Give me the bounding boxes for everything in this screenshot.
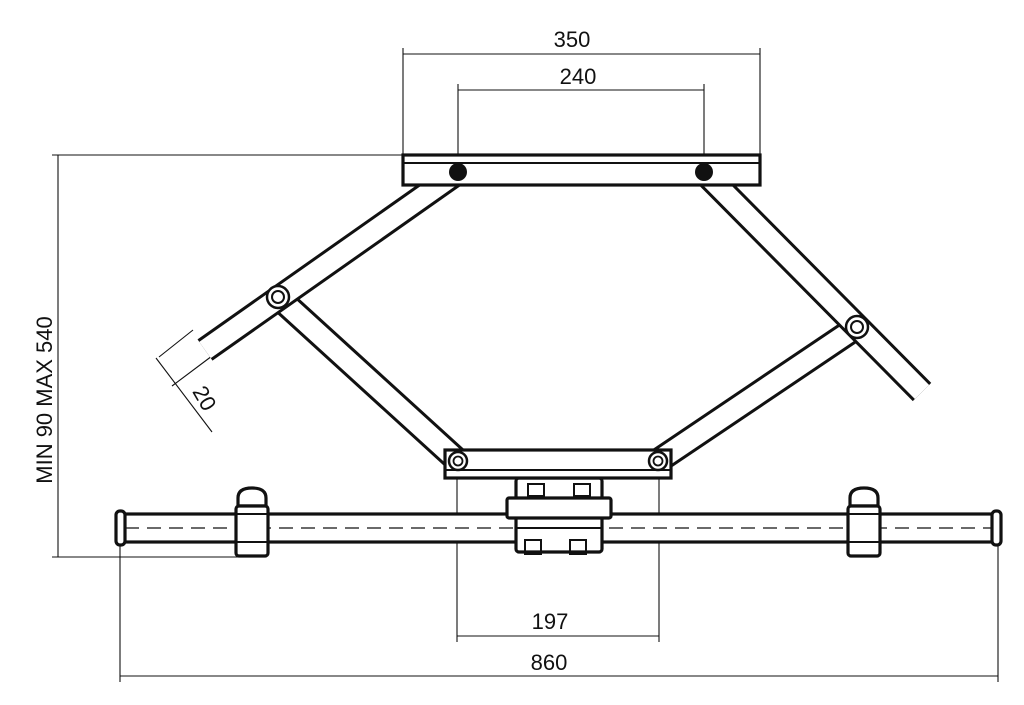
dimension-350: 350 <box>402 27 761 156</box>
arm-lower-right <box>650 316 865 472</box>
pivot-bottom-left <box>447 450 469 472</box>
dimension-label-350: 350 <box>554 27 591 52</box>
dimension-label-height: MIN 90 MAX 540 <box>32 316 57 484</box>
bar-end-cap-left <box>114 509 127 547</box>
dimension-860: 860 <box>119 545 999 682</box>
dimension-height: MIN 90 MAX 540 <box>32 154 403 558</box>
arm-lower-left <box>269 287 467 471</box>
bar-clamp-right <box>846 486 882 558</box>
pivot-mid-left <box>265 284 291 310</box>
bar-end-cap-right <box>990 509 1003 547</box>
bottom-plate <box>443 448 673 480</box>
center-clamp-block <box>505 476 613 555</box>
pivot-bottom-right <box>647 450 669 472</box>
dimension-label-240: 240 <box>560 64 597 89</box>
bar-clamp-left <box>234 486 270 558</box>
arm-upper-right <box>694 162 932 402</box>
dimension-240: 240 <box>457 64 705 170</box>
pivot-top-left <box>449 163 467 181</box>
dimension-label-197: 197 <box>532 609 569 634</box>
pivot-mid-right <box>844 314 870 340</box>
dimension-label-860: 860 <box>531 650 568 675</box>
dimension-label-20: 20 <box>188 381 222 415</box>
dimension-197: 197 <box>456 470 660 642</box>
pivot-top-right <box>695 163 713 181</box>
arm-upper-left <box>197 161 466 361</box>
